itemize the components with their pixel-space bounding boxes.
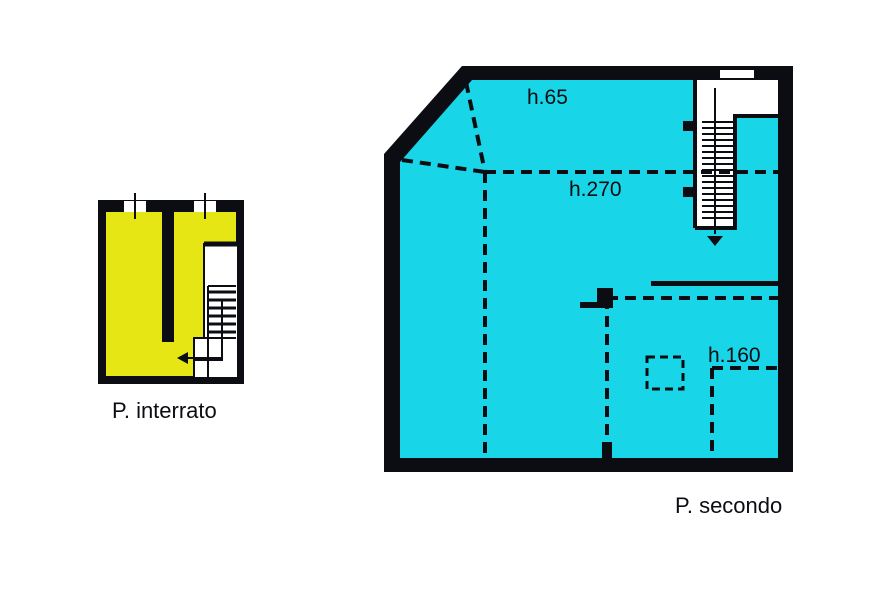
window-icon [194,193,216,219]
basement-wall-left [98,200,106,384]
internal-wall [580,302,610,308]
height-label-top: h.65 [527,86,568,109]
basement-caption: P. interrato [112,398,217,423]
second-floor-caption: P. secondo [675,493,783,518]
basement-wall-bottom [98,376,244,384]
wall-right [778,66,793,472]
basement-wall-right [236,200,244,384]
window-icon [124,193,146,219]
internal-wall [651,281,778,286]
wall-bottom [384,458,793,472]
stair-direction-arrow-icon [177,300,223,364]
wall-diagonal [384,66,472,162]
dashed-height-lines [401,81,778,458]
wall-left [384,154,400,472]
basement-inner-wall [162,208,174,342]
dashed-opening [645,355,685,391]
wall-top [462,66,792,80]
basement-plan [98,193,244,384]
height-label-right: h.160 [708,344,761,367]
stair-direction-arrow-icon [707,236,723,246]
height-label-middle: h.270 [569,178,622,201]
window-icon [720,70,754,78]
pillar [602,442,612,458]
second-floor-plan: h.65 h.270 h.160 [384,66,793,472]
